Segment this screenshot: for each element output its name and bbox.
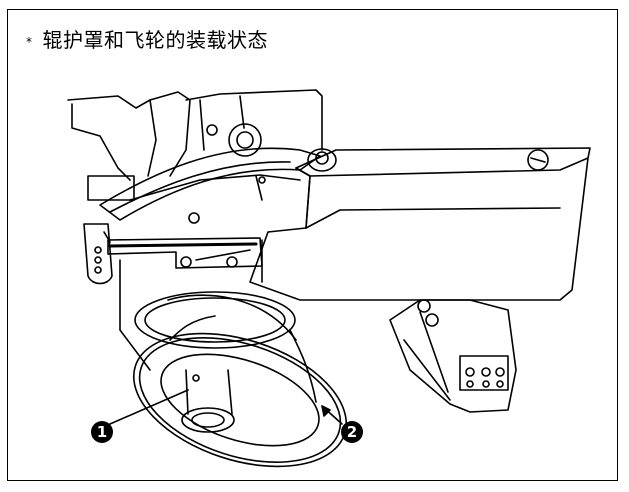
machine-arm bbox=[67, 89, 323, 181]
roller-guard bbox=[249, 147, 591, 301]
caption-bullet: * bbox=[26, 34, 33, 49]
rail-plate bbox=[107, 237, 263, 269]
callout-2-label: 2 bbox=[347, 423, 357, 441]
figure-caption: * 辊护罩和飞轮的装载状态 bbox=[26, 24, 268, 53]
caption-text: 辊护罩和飞轮的装载状态 bbox=[42, 28, 268, 52]
flywheel bbox=[132, 291, 348, 468]
callout-2: 2 bbox=[341, 421, 363, 443]
callout-1: 1 bbox=[91, 421, 113, 443]
callout-2-arrowhead bbox=[321, 405, 331, 417]
callout-1-label: 1 bbox=[97, 423, 107, 441]
lever-arm bbox=[99, 123, 337, 221]
lower-bracket bbox=[389, 299, 517, 413]
left-bracket bbox=[83, 175, 135, 285]
callout-1-leader bbox=[109, 389, 189, 425]
